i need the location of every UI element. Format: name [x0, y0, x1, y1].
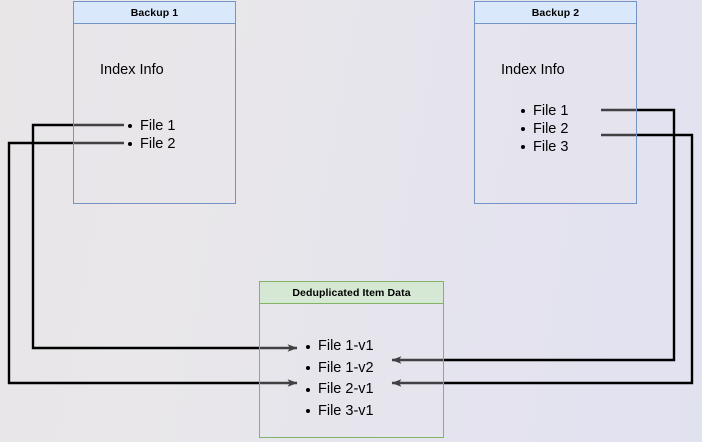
- list-item[interactable]: File 3: [518, 138, 568, 156]
- node-backup1-title: Backup 1: [74, 2, 235, 24]
- node-deduplicated-item-data[interactable]: Deduplicated Item Data File 1-v1 File 1-…: [259, 281, 444, 438]
- node-backup1-body: Index Info File 1 File 2: [74, 24, 235, 203]
- backup2-file-list: File 1 File 2 File 3: [518, 102, 568, 156]
- list-item[interactable]: File 1-v1: [303, 336, 374, 358]
- node-dedup-body: File 1-v1 File 1-v2 File 2-v1 File 3-v1: [260, 304, 443, 437]
- node-dedup-title: Deduplicated Item Data: [260, 282, 443, 304]
- backup1-index-info-label: Index Info: [100, 62, 164, 78]
- list-item[interactable]: File 1-v2: [303, 358, 374, 380]
- list-item[interactable]: File 2-v1: [303, 379, 374, 401]
- list-item[interactable]: File 2: [125, 135, 175, 153]
- backup1-file-list: File 1 File 2: [125, 117, 175, 153]
- dedup-item-list: File 1-v1 File 1-v2 File 2-v1 File 3-v1: [303, 336, 374, 422]
- list-item[interactable]: File 1: [125, 117, 175, 135]
- list-item[interactable]: File 1: [518, 102, 568, 120]
- node-backup2[interactable]: Backup 2 Index Info File 1 File 2 File 3: [474, 1, 637, 204]
- backup2-index-info-label: Index Info: [501, 62, 565, 78]
- node-backup2-body: Index Info File 1 File 2 File 3: [475, 24, 636, 203]
- list-item[interactable]: File 2: [518, 120, 568, 138]
- node-backup1[interactable]: Backup 1 Index Info File 1 File 2: [73, 1, 236, 204]
- node-backup2-title: Backup 2: [475, 2, 636, 24]
- list-item[interactable]: File 3-v1: [303, 401, 374, 423]
